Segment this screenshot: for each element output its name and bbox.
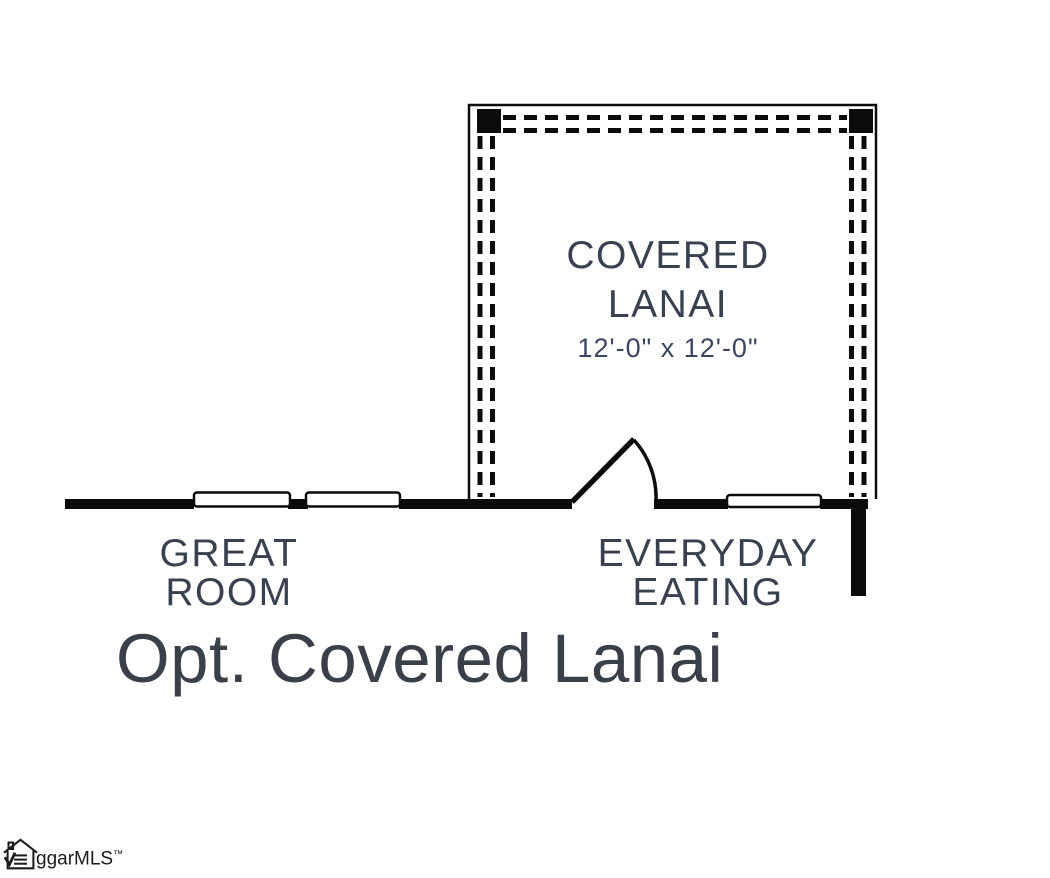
lanai-roof-outline <box>467 103 878 499</box>
window-2 <box>304 491 402 508</box>
everyday-eating-name-line2: EATING <box>632 571 784 614</box>
watermark-text: ggarMLS™ <box>36 844 123 869</box>
watermark-tm-symbol: ™ <box>113 848 124 860</box>
covered-lanai-dimensions: 12'-0" x 12'-0" <box>577 333 759 363</box>
window-3 <box>725 493 823 509</box>
lanai-right-column-dashed-lines <box>849 136 867 497</box>
covered-lanai-name-line1: COVERED <box>566 234 770 277</box>
exterior-wall <box>65 499 868 509</box>
room-label-great-room: GREAT ROOM <box>109 534 349 612</box>
windows <box>192 491 823 509</box>
great-room-name-line1: GREAT <box>159 532 299 575</box>
lanai-left-column-dashed-lines <box>477 136 495 497</box>
watermark-name: ggarMLS <box>36 848 114 869</box>
lanai-corner-posts <box>477 109 873 133</box>
window-1 <box>192 491 292 508</box>
mls-watermark: ggarMLS™ <box>2 837 123 872</box>
great-room-name-line2: ROOM <box>165 571 293 614</box>
everyday-eating-name-line1: EVERYDAY <box>597 532 819 575</box>
covered-lanai-name-line2: LANAI <box>607 283 729 326</box>
door-swing <box>570 437 658 504</box>
room-label-covered-lanai: COVERED LANAI 12'-0" x 12'-0" <box>518 231 818 364</box>
lanai-roof-beam-dashed-lines <box>503 115 847 133</box>
room-label-everyday-eating: EVERYDAY EATING <box>583 534 833 612</box>
interior-wall-stub <box>851 500 866 596</box>
plan-title: Opt. Covered Lanai <box>116 620 724 697</box>
house-icon <box>3 838 38 870</box>
